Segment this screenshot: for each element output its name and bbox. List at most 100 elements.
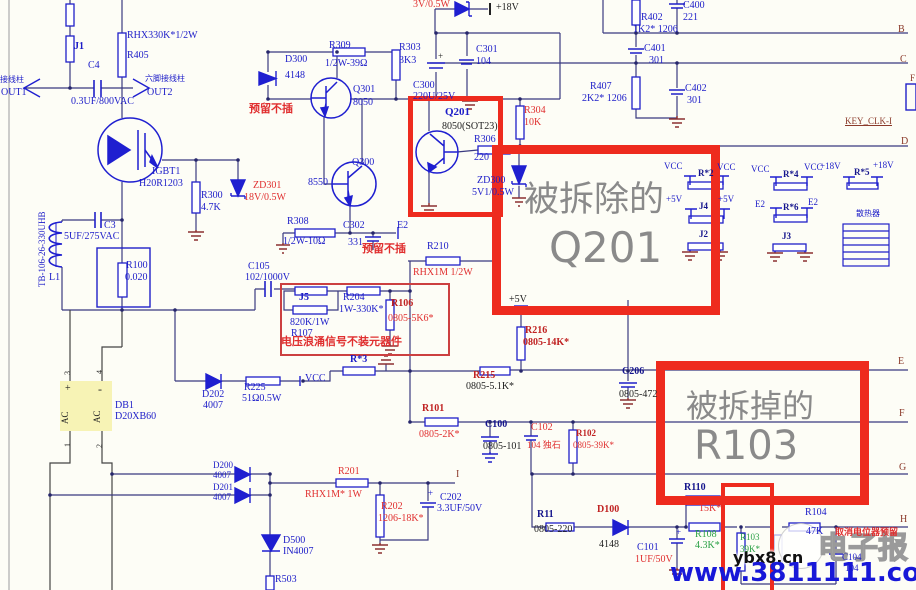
r101-value: 0805-2K* bbox=[419, 429, 460, 440]
r202-value: 1206-18K* bbox=[378, 513, 424, 524]
c105-value: 102/1000V bbox=[245, 272, 290, 283]
zd300-value: 5V1/0.5W bbox=[472, 187, 514, 198]
r103-value: 39K* bbox=[740, 544, 760, 554]
resistor-r100 bbox=[117, 262, 128, 298]
r202-label: R202 bbox=[381, 501, 403, 512]
e2-b: E2 bbox=[808, 197, 818, 207]
r402-value: 1K2* 1206 bbox=[633, 24, 678, 35]
cap-c100 bbox=[481, 436, 499, 442]
r405-label: R405 bbox=[127, 50, 149, 61]
q301-label: Q301 bbox=[353, 84, 376, 95]
zener-zd301 bbox=[229, 179, 247, 199]
resistor-r215 bbox=[479, 366, 511, 376]
c402-label: C402 bbox=[685, 83, 707, 94]
j1-label: J1 bbox=[74, 41, 84, 52]
cap-c302 bbox=[365, 236, 381, 242]
ground-r106 bbox=[382, 344, 398, 355]
c301-label: C301 bbox=[476, 44, 498, 55]
c202-plus: + bbox=[428, 488, 434, 498]
c206-value: 0805-472 bbox=[619, 389, 658, 400]
line-e-label: E bbox=[898, 356, 905, 367]
diode-d200 bbox=[234, 465, 252, 484]
resistor-r-star4 bbox=[773, 182, 808, 191]
terminal-note-left: 接线柱 bbox=[0, 75, 24, 84]
resistor-r-star6 bbox=[773, 214, 808, 223]
resistor-r204 bbox=[346, 286, 381, 296]
r100-highlight-box bbox=[96, 247, 151, 308]
diode-d500 bbox=[260, 534, 282, 553]
zd301-value: 18V/0.5W bbox=[244, 192, 286, 203]
r407-label: R407 bbox=[590, 81, 612, 92]
r-star4-label: R*4 bbox=[783, 169, 799, 179]
note-reserved-1: 预留不插 bbox=[249, 103, 293, 115]
watermark-brand: 电子报 bbox=[817, 531, 908, 566]
c4-label: C4 bbox=[88, 60, 100, 71]
grounds bbox=[188, 99, 813, 579]
transformer-label: TB-106-26-330UHB bbox=[37, 211, 47, 288]
heatsink-icon bbox=[842, 223, 890, 267]
cap-c105 bbox=[264, 281, 272, 297]
edge-connector-box bbox=[905, 83, 916, 111]
cap-c300 bbox=[427, 62, 445, 69]
diode-d202 bbox=[205, 372, 223, 391]
c104-value: 104 bbox=[845, 563, 859, 573]
r104-value: 47K bbox=[806, 526, 824, 537]
annotation-r103-line1: 被拆掉的 bbox=[686, 387, 815, 425]
p18-b: +18V bbox=[873, 160, 894, 170]
ground-c100 bbox=[482, 452, 498, 463]
inductor-l1 bbox=[48, 221, 63, 268]
d202-label: D202 bbox=[202, 389, 225, 400]
watermark-url: www.3811111.com bbox=[670, 558, 916, 588]
r201-label: R201 bbox=[338, 466, 360, 477]
d500-value: IN4007 bbox=[283, 546, 314, 557]
resistor-r102 bbox=[568, 429, 578, 464]
cap-c4 bbox=[93, 80, 102, 97]
r108-value: 4.3K* bbox=[695, 540, 720, 551]
r100-value: 0.020 bbox=[125, 272, 148, 283]
d100-value: 4148 bbox=[599, 539, 619, 550]
r210-value: RHX1M 1/2W bbox=[413, 267, 473, 278]
r405-type: RHX330K*1/2W bbox=[127, 30, 198, 41]
db1-ac1: AC bbox=[60, 411, 70, 424]
resistor-r407 bbox=[631, 76, 641, 110]
transistors bbox=[97, 77, 459, 208]
c301-value: 104 bbox=[476, 56, 491, 67]
zd302-value: 3V/0.5W bbox=[413, 0, 450, 10]
r107-value: 820K/1W bbox=[290, 317, 330, 328]
r215-value: 0805-5.1K* bbox=[466, 381, 515, 392]
c101-value: 1UF/50V bbox=[635, 554, 673, 565]
cap-c301 bbox=[459, 59, 474, 65]
zener-zd302 bbox=[454, 0, 472, 18]
line-c-label: C bbox=[900, 54, 907, 65]
q201-value: 8050(SOT23) bbox=[442, 121, 498, 132]
db1-pin2: 2 bbox=[95, 444, 104, 448]
r304-label: R304 bbox=[524, 105, 546, 116]
r225-label: R225 bbox=[244, 382, 266, 393]
heatsink-label: 散热器 bbox=[856, 209, 880, 218]
resistor-r402 bbox=[631, 0, 641, 26]
p5-b: +5V bbox=[718, 194, 735, 204]
note-pot: 取消电位器预留 bbox=[835, 527, 899, 537]
q300-value: 8550 bbox=[308, 177, 328, 188]
line-d-label: D bbox=[901, 136, 909, 147]
igbt1-value: H20R1203 bbox=[139, 178, 183, 189]
resistor-r103 bbox=[736, 532, 746, 572]
terminal-note-right: 六脚接线柱 bbox=[145, 74, 185, 83]
line-g-label: G bbox=[899, 462, 907, 473]
r402-label: R402 bbox=[641, 12, 663, 23]
resistor-j5 bbox=[294, 286, 328, 296]
d201-label: D201 bbox=[213, 482, 233, 492]
db1-value: D20XB60 bbox=[115, 411, 157, 422]
c102-value: 104 独石 bbox=[527, 440, 561, 450]
resistor-r216 bbox=[516, 326, 526, 361]
ground-e-line bbox=[378, 355, 394, 365]
diode-d100 bbox=[612, 518, 630, 537]
d202-value: 4007 bbox=[203, 400, 223, 411]
ground-c206 bbox=[620, 398, 636, 409]
d201-value: 4007 bbox=[213, 492, 231, 502]
line-f-stub: F bbox=[910, 73, 916, 83]
r201-value: RHX1M* 1W bbox=[305, 489, 362, 500]
r300-label: R300 bbox=[201, 190, 223, 201]
note-reserved-2: 预留不插 bbox=[362, 243, 406, 255]
plus5v-mid: +5V bbox=[509, 294, 527, 305]
